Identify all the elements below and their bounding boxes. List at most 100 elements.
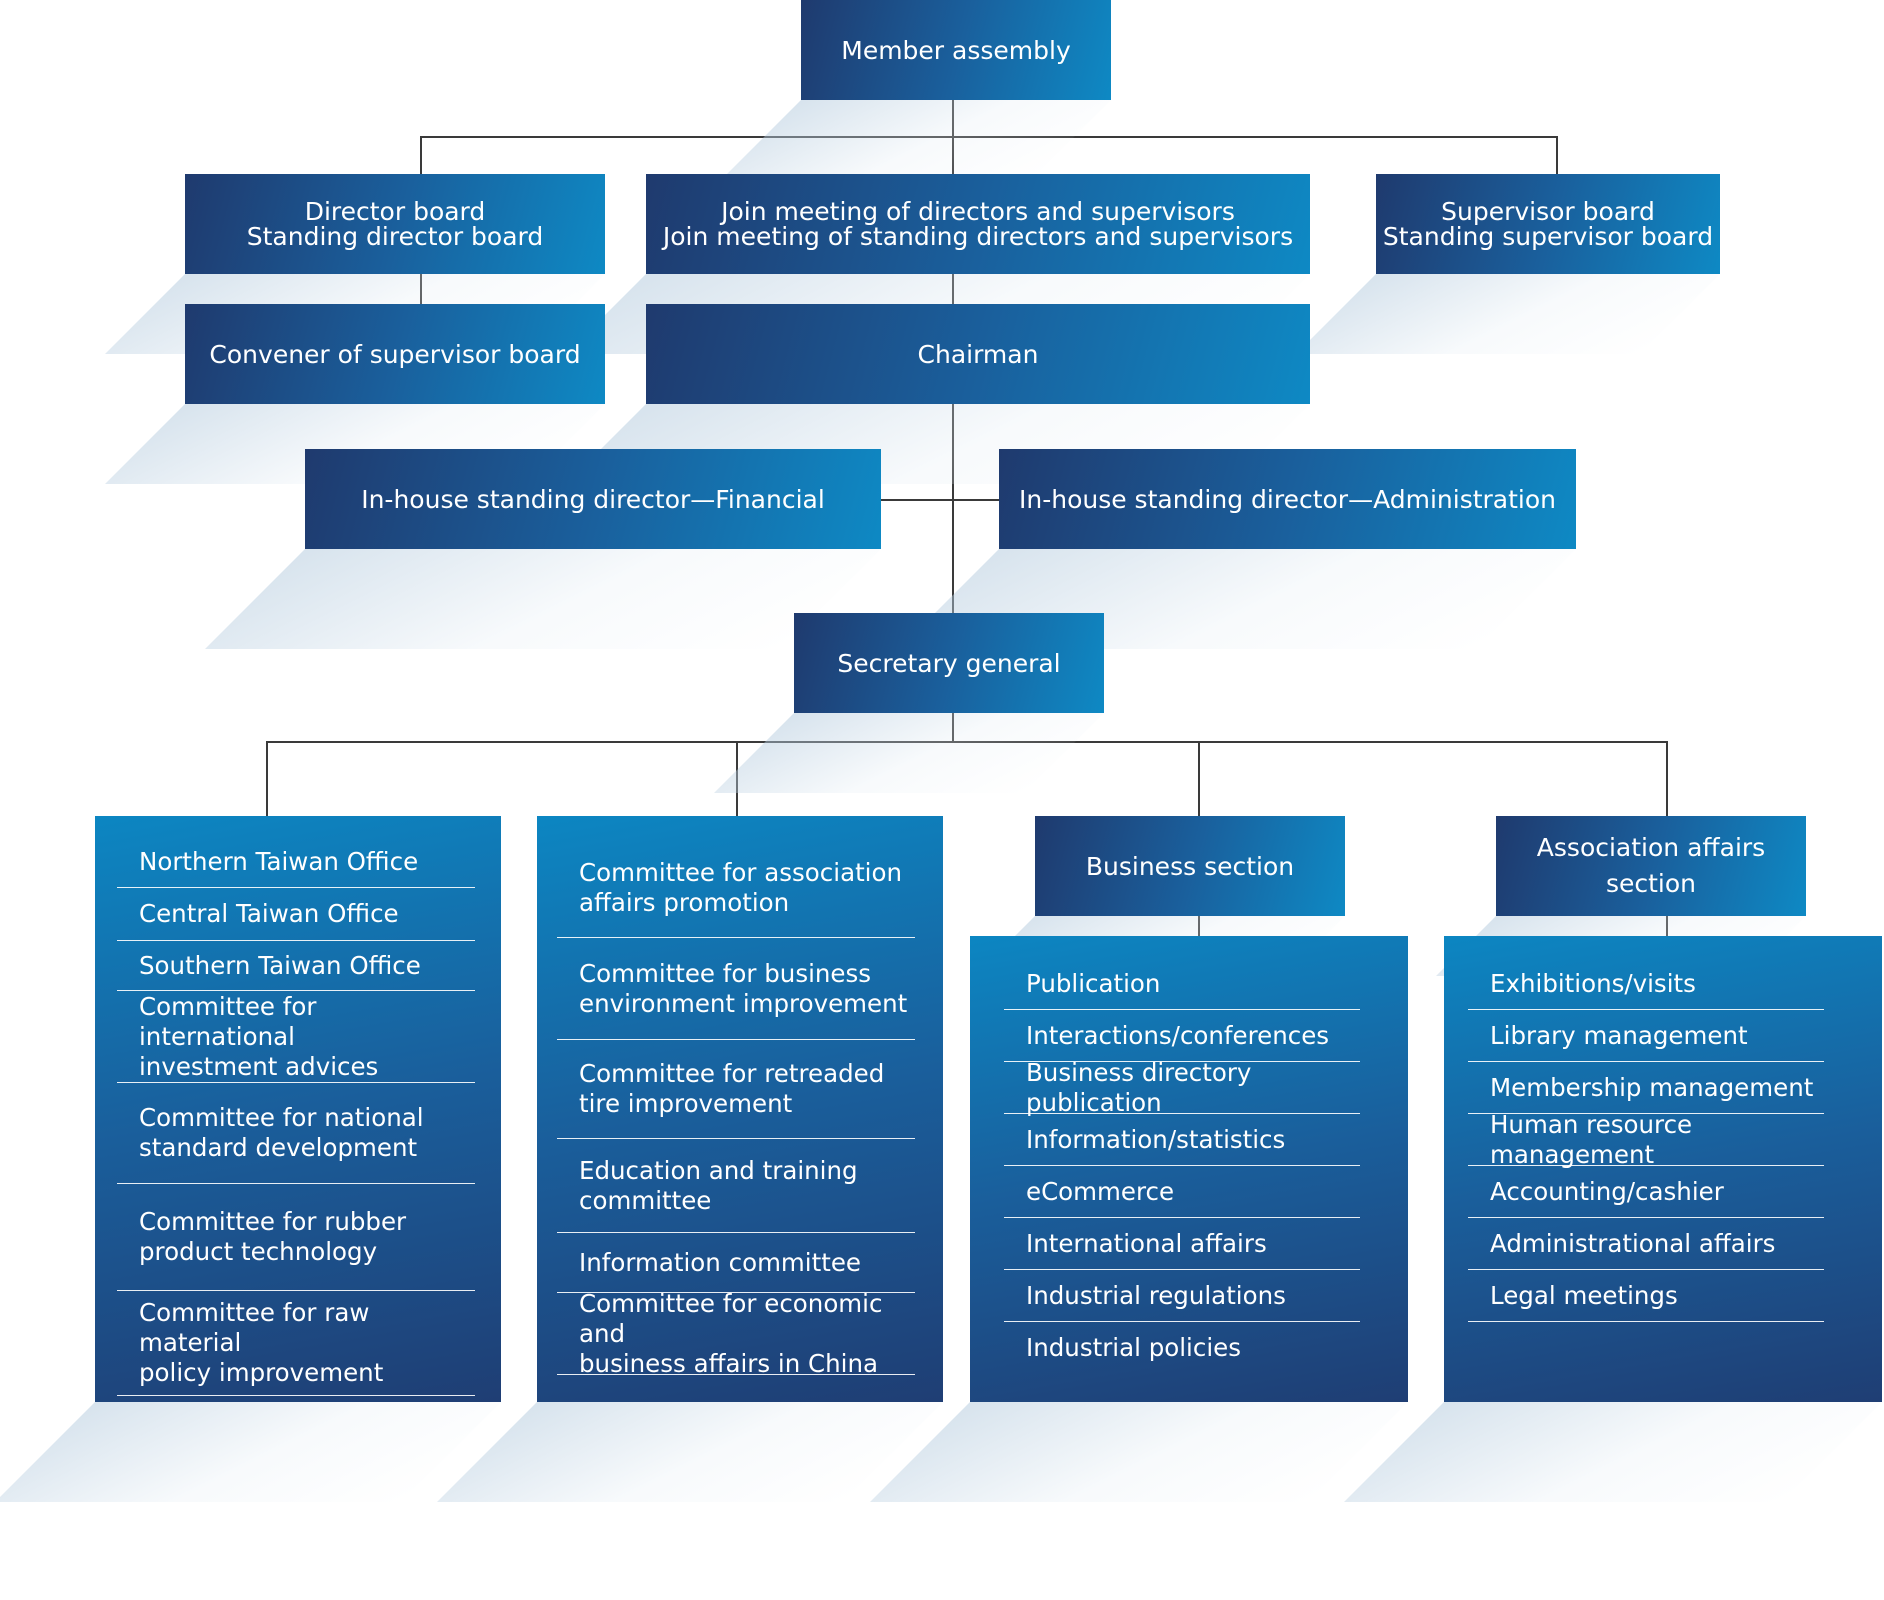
node-label-line: Chairman [917,339,1039,369]
panel-item-text: Committee for economic and [579,1288,883,1348]
joint-meeting-box: Join meeting of directors and supervisor… [646,174,1310,274]
node-label-line: Join meeting of directors and supervisor… [721,197,1235,226]
connector-line [952,404,954,613]
panel-item-text: Northern Taiwan Office [139,846,419,876]
panel-item-text: Committee for association [579,857,903,887]
panel-list-item: Industrial regulations [1004,1270,1360,1322]
node-label-line: Member assembly [841,35,1071,65]
panel-item-text: Committee for raw material [139,1298,370,1357]
panel-item-text: Committee for business [579,958,872,988]
chairman-box: Chairman [646,304,1310,404]
node-label-line: In-house standing director—Financial [361,484,825,514]
panel-list-item: Membership management [1468,1062,1824,1114]
panel-item-text: Membership management [1490,1072,1814,1102]
inhouse-financial-shadow [205,549,881,649]
panel-list-item: Southern Taiwan Office [117,941,475,991]
panel-item-text: Interactions/conferences [1026,1020,1330,1050]
association-affairs-section-box: Association affairs section [1496,816,1806,916]
inhouse-admin-box: In-house standing director—Administratio… [999,449,1576,549]
panel-item-text: Committee for international [139,991,317,1051]
panel-item-text: affairs promotion [579,887,790,917]
panel-list-item: Industrial policies [1004,1322,1360,1374]
panel-list-item: Information committee [557,1233,915,1293]
panel-item-text: Southern Taiwan Office [139,950,421,980]
panel-item-text: Business directory publication [1026,1057,1252,1117]
node-label-line: Director board [304,197,486,226]
panel-list-item: International affairs [1004,1218,1360,1270]
panel-item-text: Exhibitions/visits [1490,968,1696,998]
supervisor-board-shadow [1296,274,1720,354]
connector-line [420,136,422,174]
panel-item-text: environment improvement [579,988,908,1018]
panel-list-item: Interactions/conferences [1004,1010,1360,1062]
node-label-line: Standing supervisor board [1382,222,1714,251]
panel-item-text: tire improvement [579,1089,793,1118]
node-label-line: section [1605,869,1697,898]
panel-item-text: eCommerce [1026,1176,1175,1206]
connector-line [1666,741,1668,816]
association-tasks-shadow [1344,1402,1882,1502]
panel-item-text: Information committee [579,1247,861,1277]
panel-list-item: Publication [1004,958,1360,1010]
panel-item-text: Legal meetings [1490,1280,1678,1310]
convener-box: Convener of supervisor board [185,304,605,404]
panel-list-item: Accounting/cashier [1468,1166,1824,1218]
panel-item-text: Committee for retreaded [579,1059,885,1088]
member-assembly-box: Member assembly [801,0,1111,100]
member-assembly-shadow [721,100,1111,180]
business-tasks-shadow [870,1402,1408,1502]
node-label-line: Secretary general [837,648,1061,678]
panel-list-item: Legal meetings [1468,1270,1824,1322]
panel-item-text: Administrational affairs [1490,1228,1776,1258]
panel-list-item: Exhibitions/visits [1468,958,1824,1010]
panel-item-text: product technology [139,1237,378,1266]
node-label-line: Business section [1085,851,1295,881]
panel-list-item: Information/statistics [1004,1114,1360,1166]
panel-list-item: Administrational affairs [1468,1218,1824,1270]
panel-list-item: Business directory publication [1004,1058,1360,1117]
panel-item-text: Human resource management [1490,1109,1693,1169]
node-label-line: Join meeting of standing directors and s… [662,222,1294,251]
panel-item-text: Information/statistics [1026,1124,1286,1154]
panel-item-text: Central Taiwan Office [139,899,399,928]
panel-item-text: Committee for rubber [139,1207,407,1236]
offices-committees-shadow [0,1402,501,1502]
panel-item-text: Education and training [579,1155,858,1185]
panel-item-text: International affairs [1026,1228,1267,1258]
node-label-line: In-house standing director—Administratio… [1018,484,1557,514]
node-label-line: Association affairs [1536,833,1766,862]
connector-line [881,499,999,501]
panel-list-item: Human resource management [1468,1110,1824,1169]
panel-list-item: Northern Taiwan Office [117,836,475,888]
panel-item-text: Industrial regulations [1026,1280,1286,1310]
panel-item-text: Publication [1026,968,1161,998]
node-label-line: Standing director board [246,222,544,251]
panel-item-text: Industrial policies [1026,1333,1241,1362]
panel-list-item: eCommerce [1004,1166,1360,1218]
connector-line [1198,741,1200,816]
panel-item-text: Committee for national [139,1103,424,1132]
panel-item-text: committee [579,1185,712,1215]
panel-item-text: standard development [139,1133,418,1162]
node-label-line: Supervisor board [1441,197,1655,226]
connector-line [266,741,268,816]
panel-item-text: Accounting/cashier [1490,1176,1724,1206]
business-section-box: Business section [1035,816,1345,916]
panel-item-text: business affairs in China [579,1348,879,1378]
panel-list-item: Central Taiwan Office [117,888,475,941]
connector-line [1556,136,1558,174]
